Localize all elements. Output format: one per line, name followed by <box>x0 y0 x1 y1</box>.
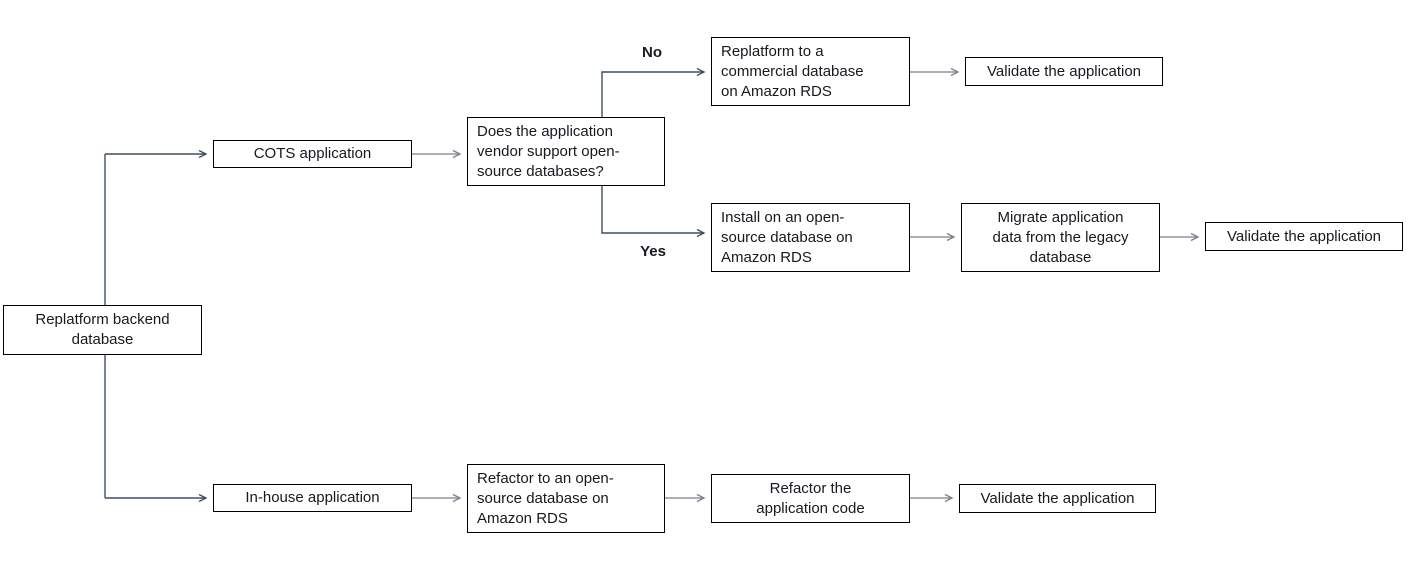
edge-decision-yes <box>601 186 706 238</box>
node-install-open-source-db: Install on an open- source database on A… <box>711 203 910 272</box>
node-vendor-support-decision: Does the application vendor support open… <box>467 117 665 186</box>
edge-label-yes: Yes <box>640 243 666 260</box>
node-replatform-backend-database: Replatform backend database <box>3 305 202 355</box>
node-validate-application-middle: Validate the application <box>1205 222 1403 251</box>
node-inhouse-application: In-house application <box>213 484 412 512</box>
node-refactor-application-code: Refactor the application code <box>711 474 910 523</box>
node-validate-application-top: Validate the application <box>965 57 1163 86</box>
node-migrate-application-data: Migrate application data from the legacy… <box>961 203 1160 272</box>
edge-decision-no <box>601 67 706 117</box>
node-validate-application-bottom: Validate the application <box>959 484 1156 513</box>
node-replatform-commercial-db: Replatform to a commercial database on A… <box>711 37 910 106</box>
edge-label-no: No <box>642 44 662 61</box>
node-refactor-open-source-db: Refactor to an open- source database on … <box>467 464 665 533</box>
node-cots-application: COTS application <box>213 140 412 168</box>
